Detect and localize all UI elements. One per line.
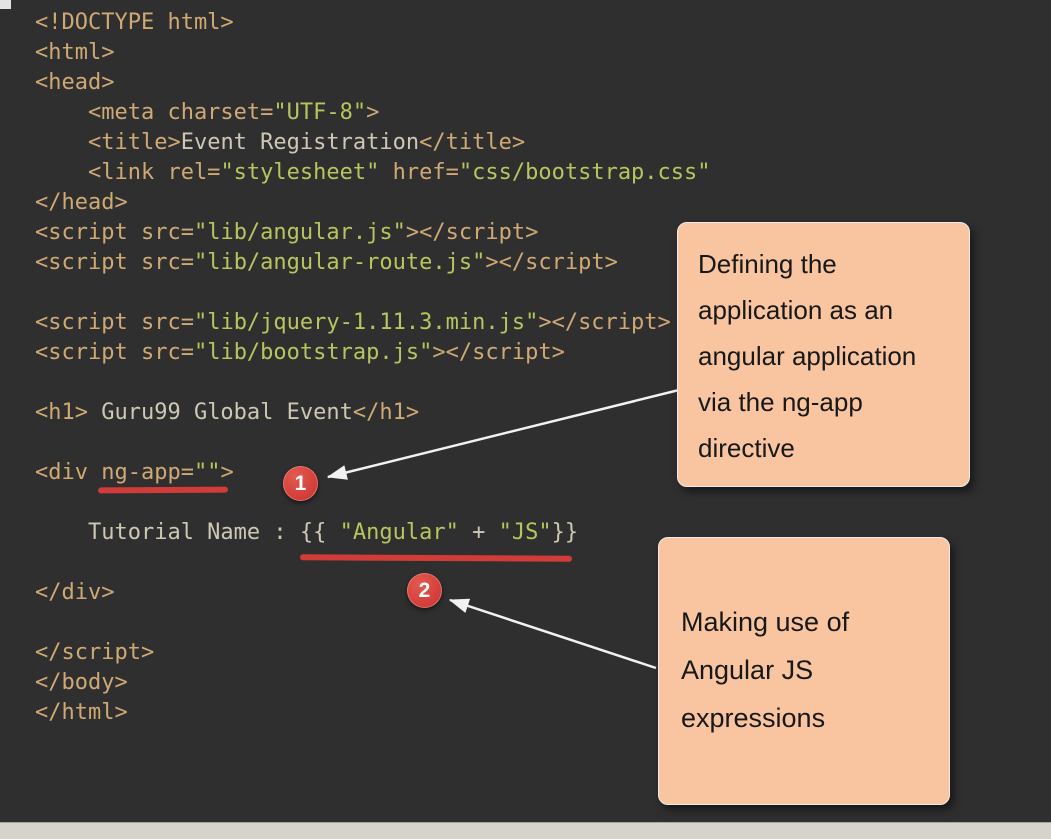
window-corner-artifact xyxy=(0,0,11,9)
marker-1-number: 1 xyxy=(294,471,307,495)
code-line: <script src="lib/angular-route.js"></scr… xyxy=(35,248,711,278)
code-segment: "lib/bootstrap.js" xyxy=(193,340,433,365)
code-segment: </script> xyxy=(35,640,155,665)
code-segment: ></script> xyxy=(405,220,539,245)
code-segment: <script src= xyxy=(35,340,194,365)
code-segment: Event Registration xyxy=(180,130,420,155)
code-line: <h1> Guru99 Global Event</h1> xyxy=(35,398,711,428)
code-line xyxy=(35,428,711,458)
callout-text-line: Making use of xyxy=(681,607,850,637)
code-segment: ></script> xyxy=(538,310,671,335)
code-segment: <script src= xyxy=(35,220,194,245)
code-segment: <title> xyxy=(35,130,181,155)
code-segment: "lib/jquery-1.11.3.min.js" xyxy=(193,310,539,335)
code-segment: "UTF-8" xyxy=(273,100,367,125)
marker-2-number: 2 xyxy=(418,578,431,602)
code-line: <meta charset="UTF-8"> xyxy=(35,98,711,128)
code-line: <head> xyxy=(35,68,711,98)
code-segment: "JS" xyxy=(498,520,552,545)
code-line: <html> xyxy=(35,38,711,68)
callout-text-line: application as an xyxy=(698,295,894,325)
code-segment: "" xyxy=(193,460,221,485)
code-line: <!DOCTYPE html> xyxy=(35,8,711,38)
code-segment: </div> xyxy=(35,580,115,605)
code-line: <script src="lib/jquery-1.11.3.min.js"><… xyxy=(35,308,711,338)
code-segment: </h1> xyxy=(352,400,420,425)
code-line: Tutorial Name : {{ "Angular" + "JS"}} xyxy=(35,518,711,548)
code-segment: <head> xyxy=(35,70,115,95)
code-line: </html> xyxy=(35,698,711,728)
callout-text-line: Angular JS xyxy=(681,655,814,685)
code-line: <script src="lib/bootstrap.js"></script> xyxy=(35,338,711,368)
code-segment: <script src= xyxy=(35,310,194,335)
code-line xyxy=(35,278,711,308)
code-segment: </head> xyxy=(35,190,128,215)
code-segment: </html> xyxy=(35,700,128,725)
code-segment: href= xyxy=(379,160,459,185)
code-segment: Guru99 Global Event xyxy=(87,400,353,425)
code-line: </div> xyxy=(35,578,711,608)
horizontal-scrollbar[interactable] xyxy=(0,822,1051,839)
code-segment: "stylesheet" xyxy=(220,160,380,185)
callout-ng-app-directive: Defining the application as an angular app… xyxy=(677,222,970,487)
marker-1: 1 xyxy=(283,466,318,501)
code-segment: </body> xyxy=(35,670,128,695)
code-segment: <!DOCTYPE html> xyxy=(35,10,234,35)
code-line: <title>Event Registration</title> xyxy=(35,128,711,158)
code-segment: <div xyxy=(35,460,102,485)
code-line xyxy=(35,608,711,638)
code-line: <div ng-app=""> xyxy=(35,458,711,488)
code-segment: ng-app= xyxy=(101,460,194,485)
code-segment: ></script> xyxy=(432,340,565,365)
code-line: <link rel="stylesheet" href="css/bootstr… xyxy=(35,158,711,188)
code-segment: <meta charset= xyxy=(35,100,274,125)
code-line: </head> xyxy=(35,188,711,218)
ng-app-underline xyxy=(97,486,229,494)
code-segment: </title> xyxy=(419,130,526,155)
code-line: </script> xyxy=(35,638,711,668)
code-segment: > xyxy=(366,100,380,125)
code-segment: <link rel= xyxy=(35,160,221,185)
callout-text-line: via the ng-app xyxy=(698,387,863,417)
callout-text-line: directive xyxy=(698,433,795,463)
code-segment: > xyxy=(220,460,234,485)
code-segment: Tutorial Name : xyxy=(35,520,300,545)
code-segment: "lib/angular-route.js" xyxy=(193,250,486,275)
code-segment: <script src= xyxy=(35,250,194,275)
code-line: <script src="lib/angular.js"></script> xyxy=(35,218,711,248)
code-segment: "lib/angular.js" xyxy=(193,220,406,245)
code-segment: + xyxy=(458,520,499,545)
code-editor[interactable]: <!DOCTYPE html> <html> <head> <meta charse… xyxy=(35,8,711,728)
code-segment: "css/bootstrap.css" xyxy=(458,160,711,185)
callout-text-line: angular application xyxy=(698,341,917,371)
code-segment: ></script> xyxy=(485,250,618,275)
code-line: </body> xyxy=(35,668,711,698)
code-segment: <html> xyxy=(35,40,115,65)
code-line xyxy=(35,548,711,578)
code-segment: }} xyxy=(551,520,579,545)
code-segment: "Angular" xyxy=(339,520,459,545)
marker-2: 2 xyxy=(407,573,442,608)
code-line xyxy=(35,368,711,398)
code-segment: {{ xyxy=(299,520,340,545)
code-segment: <h1> xyxy=(35,400,88,425)
callout-angular-expressions: Making use of Angular JS expressions xyxy=(658,537,950,805)
callout-text-line: Defining the xyxy=(698,249,837,279)
callout-text-line: expressions xyxy=(681,703,826,733)
